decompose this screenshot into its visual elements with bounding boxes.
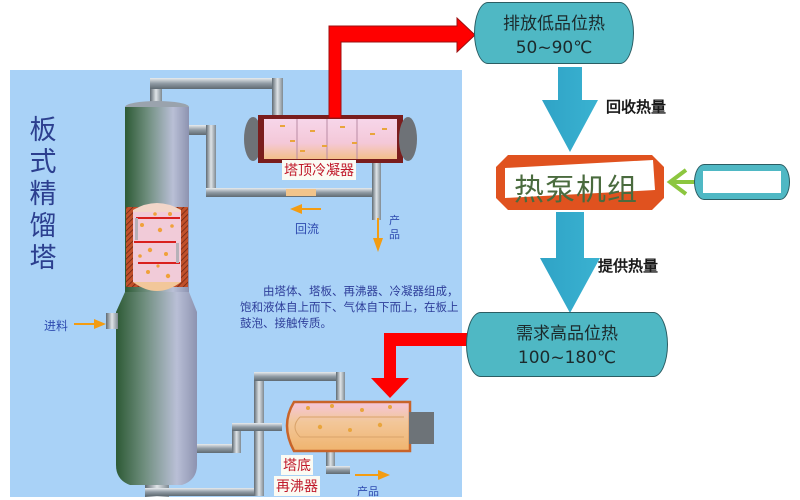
top-condenser — [244, 115, 417, 163]
tray-section — [126, 203, 188, 291]
title-char: 板 — [29, 115, 57, 146]
column-description: 由塔体、塔板、再沸器、冷凝器组成，饱和液体自上而下、气体自下而上，在板上鼓泡、接… — [240, 284, 459, 330]
supply-heat-label: 提供热量 — [598, 257, 659, 275]
title-char: 精 — [29, 179, 57, 210]
distillation-column — [106, 101, 197, 497]
bottom-product-label: 产品 — [357, 485, 379, 498]
reboiler-label-line2: 再沸器 — [274, 476, 320, 496]
reflux-arrow — [290, 204, 321, 214]
top-product-arrow — [373, 218, 383, 252]
title-char: 式 — [29, 147, 57, 178]
reflux-pipe — [180, 125, 381, 220]
product-char: 品 — [389, 228, 400, 241]
bottom-product-arrow — [355, 470, 390, 480]
feed-label: 进料 — [44, 319, 69, 333]
waste-heat-temp: 50~90℃ — [515, 38, 593, 58]
condenser-label: 塔顶冷凝器 — [282, 160, 356, 180]
demand-heat-box: 需求高品位热 100~180℃ — [466, 312, 668, 377]
feed-nozzle — [106, 313, 118, 329]
reflux-label: 回流 — [295, 222, 320, 236]
waste-heat-title: 排放低品位热 — [503, 14, 605, 34]
title-char: 馏 — [29, 211, 57, 242]
recover-heat-arrow — [542, 67, 598, 152]
demand-heat-temp: 100~180℃ — [517, 348, 617, 368]
bottom-reboiler — [285, 400, 434, 453]
reboiler-pipes — [145, 372, 350, 496]
title-char: 塔 — [29, 243, 57, 274]
column-title: 板 式 精 馏 塔 — [28, 115, 58, 275]
feed-arrow — [74, 319, 106, 329]
heat-pump-unit — [496, 155, 664, 210]
heat-pump-label: 热泵机组 — [514, 173, 638, 208]
red-arrow-top — [328, 16, 476, 119]
recover-heat-label: 回收热量 — [606, 98, 667, 116]
demand-heat-title: 需求高品位热 — [516, 324, 618, 344]
red-arrow-bottom — [371, 333, 468, 398]
top-product-label: 产 品 — [389, 214, 401, 242]
product-char: 产 — [389, 214, 400, 227]
reboiler-label-line1: 塔底 — [281, 455, 313, 475]
input-energy-field — [703, 171, 781, 193]
input-energy-box — [694, 164, 790, 200]
waste-heat-box: 排放低品位热 50~90℃ — [474, 2, 634, 64]
supply-heat-arrow — [540, 212, 600, 313]
